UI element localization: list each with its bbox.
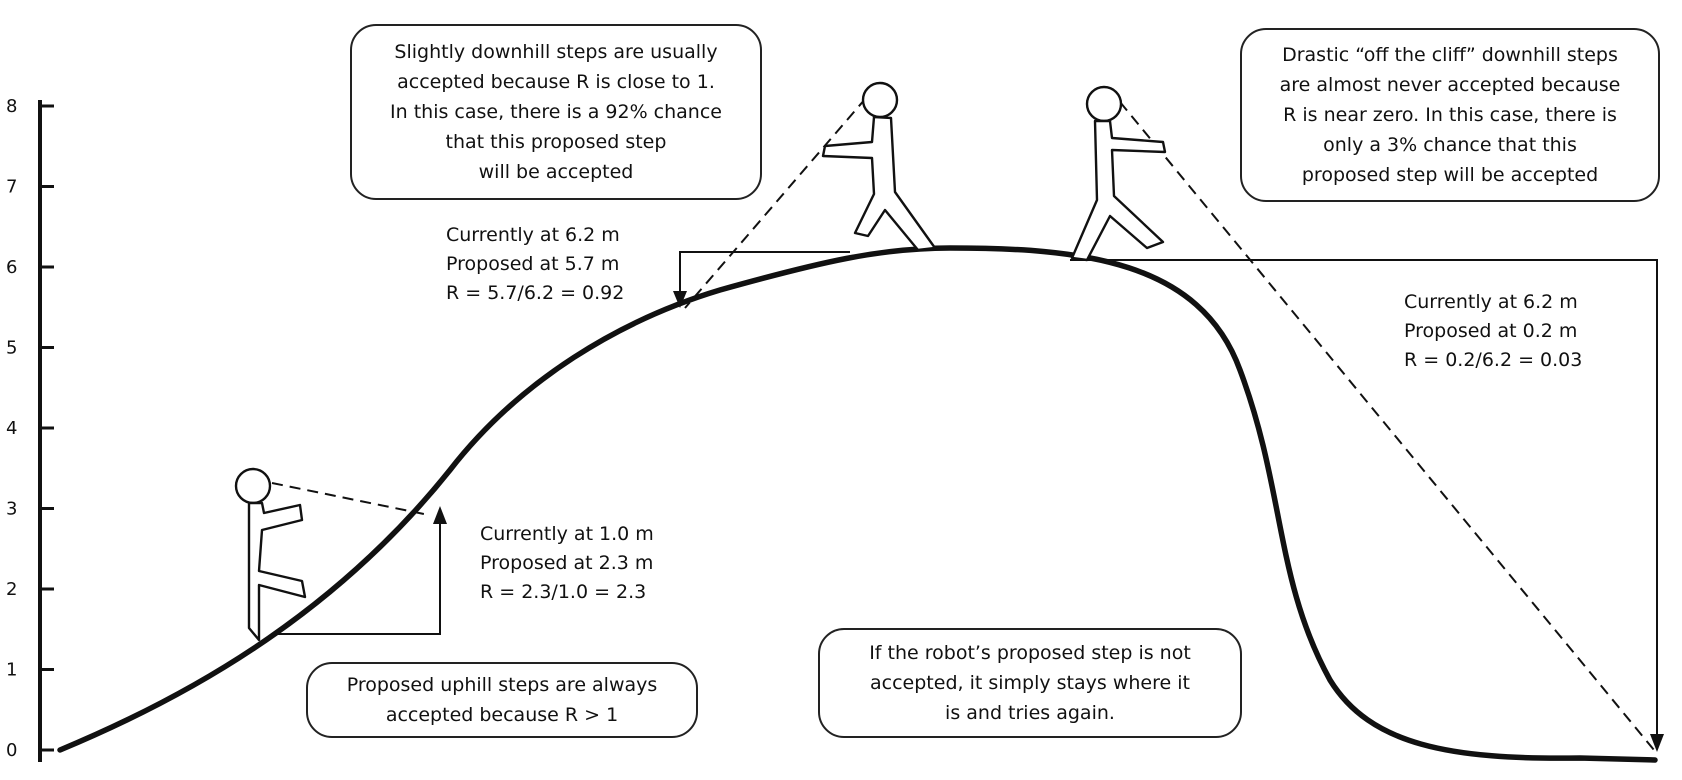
readout-line: Proposed at 2.3 m (480, 552, 654, 574)
callout-line: proposed step will be accepted (1301, 164, 1599, 186)
callout-line: is and tries again. (945, 702, 1115, 724)
callout-line: Proposed uphill steps are always (346, 674, 658, 696)
y-tick-label: 2 (6, 579, 17, 600)
callout-uphill: Proposed uphill steps are always accepte… (306, 662, 698, 738)
stick-figure-walker-icon (821, 81, 937, 252)
callout-not-accepted: If the robot’s proposed step is not acce… (818, 628, 1242, 738)
callout-line: are almost never accepted because (1279, 74, 1621, 96)
callout-line: only a 3% chance that this (1323, 134, 1577, 156)
readout-line: R = 5.7/6.2 = 0.92 (446, 282, 625, 304)
readout-line: Proposed at 5.7 m (446, 253, 620, 275)
readout-drastic-downhill: Currently at 6.2 m Proposed at 0.2 m R =… (1404, 288, 1582, 375)
callout-line: accepted, it simply stays where it (870, 672, 1190, 694)
y-axis: 0 1 2 3 4 5 6 7 8 (6, 96, 54, 762)
slight-downhill-step-arrow (679, 251, 850, 301)
y-tick-label: 0 (6, 740, 17, 761)
uphill-dashed-sightline (271, 482, 425, 515)
callout-line: In this case, there is a 92% chance (390, 101, 722, 123)
readout-slight-downhill: Currently at 6.2 m Proposed at 5.7 m R =… (446, 221, 624, 308)
slight-downhill-dashed-sightline (684, 97, 867, 309)
uphill-step-arrow (276, 512, 441, 635)
readout-line: Proposed at 0.2 m (1404, 320, 1578, 342)
callout-line: Drastic “off the cliff” downhill steps (1282, 44, 1618, 66)
stick-figure-walker-icon (234, 467, 307, 642)
callout-line: accepted because R is close to 1. (397, 71, 715, 93)
callout-drastic-downhill: Drastic “off the cliff” downhill steps a… (1240, 28, 1660, 202)
callout-slight-downhill: Slightly downhill steps are usually acce… (350, 24, 762, 200)
y-tick-label: 4 (6, 418, 17, 439)
y-tick-label: 8 (6, 96, 17, 117)
callout-line: If the robot’s proposed step is not (869, 642, 1191, 664)
readout-line: R = 0.2/6.2 = 0.03 (1404, 349, 1583, 371)
readout-uphill: Currently at 1.0 m Proposed at 2.3 m R =… (480, 520, 654, 607)
readout-line: Currently at 1.0 m (480, 523, 654, 545)
callout-line: will be accepted (478, 161, 634, 183)
callout-line: that this proposed step (445, 131, 667, 153)
drastic-downhill-dashed-sightline (1119, 101, 1655, 751)
y-tick-label: 5 (6, 338, 17, 359)
callout-line: Slightly downhill steps are usually (394, 41, 718, 63)
readout-line: Currently at 6.2 m (446, 224, 620, 246)
hill-curve (57, 245, 1658, 763)
slight-downhill-arrowhead (673, 291, 687, 308)
stick-figure-walker-icon (1070, 85, 1167, 262)
drastic-downhill-step-arrow (1070, 259, 1658, 745)
callout-line: R is near zero. In this case, there is (1283, 104, 1617, 126)
readout-line: R = 2.3/1.0 = 2.3 (480, 581, 647, 603)
uphill-arrowhead (433, 506, 447, 524)
y-tick-label: 6 (6, 257, 17, 278)
callout-line: accepted because R > 1 (385, 704, 619, 726)
y-tick-label: 7 (6, 177, 17, 198)
y-tick-label: 1 (6, 660, 17, 681)
readout-line: Currently at 6.2 m (1404, 291, 1578, 313)
drastic-downhill-arrowhead (1650, 734, 1664, 752)
y-tick-label: 3 (6, 499, 17, 520)
